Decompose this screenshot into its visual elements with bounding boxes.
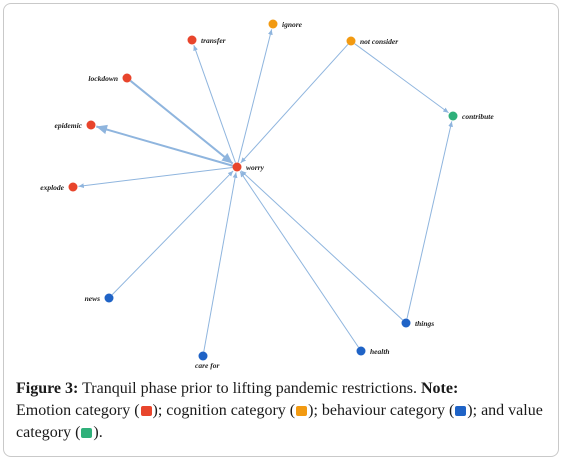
node-label-not_consider: not consider [360,37,398,46]
edge-care_for-to-worry [203,172,238,352]
note-label: Note: [420,380,459,397]
node-health [356,346,366,356]
nodes: worry transfer lockdown epidemic explode igno… [40,19,494,370]
edge-worry-to-transfer [193,45,236,163]
node-ignore [268,19,278,29]
node-explode [68,182,78,192]
edge-things-to-worry [240,170,404,321]
figure-caption: Figure 3: Tranquil phase prior to liftin… [16,378,552,444]
edge-worry-to-explode [78,167,233,189]
legend-value-text: ); and value category ( [16,402,543,441]
edge-worry-to-ignore [237,29,273,163]
node-worry [232,162,242,172]
node-not_consider [346,36,356,46]
edge-things-to-contribute [406,121,453,319]
node-contribute [448,111,458,121]
edges [78,29,453,352]
legend-emotion-text: Emotion category ( [16,402,140,419]
node-label-transfer: transfer [201,36,226,45]
node-transfer [187,35,197,45]
node-label-news: news [85,294,101,303]
node-label-ignore: ignore [282,20,303,29]
figure-label: Figure 3: [16,380,79,397]
network-diagram: worry transfer lockdown epidemic explode igno… [40,19,494,370]
emotion-swatch [140,406,152,416]
legend-cognition-text: ); cognition category ( [152,402,296,419]
edge-news-to-worry [111,170,234,296]
edge-not_consider-to-contribute [354,43,449,114]
figure-title: Tranquil phase prior to lifting pandemic… [78,380,421,397]
edge-lockdown-to-worry [129,80,234,165]
node-label-care_for: care for [195,361,219,370]
node-label-health: health [370,347,390,356]
node-epidemic [86,120,96,130]
figure-frame [3,3,559,457]
cognition-swatch [296,406,308,416]
node-things [401,318,411,328]
edge-worry-to-epidemic [96,124,233,167]
node-news [104,293,114,303]
value-swatch [81,428,93,438]
node-label-contribute: contribute [462,112,494,121]
edge-not_consider-to-worry [240,44,349,164]
legend-end-text: ). [93,424,103,441]
node-label-explode: explode [40,183,64,192]
node-label-things: things [415,319,434,328]
node-label-epidemic: epidemic [55,121,83,130]
edge-health-to-worry [239,171,359,348]
node-care_for [198,351,208,361]
node-lockdown [122,73,132,83]
behaviour-swatch [455,406,467,416]
node-label-worry: worry [246,163,265,172]
legend-behaviour-text: ); behaviour category ( [308,402,455,419]
node-label-lockdown: lockdown [88,74,118,83]
